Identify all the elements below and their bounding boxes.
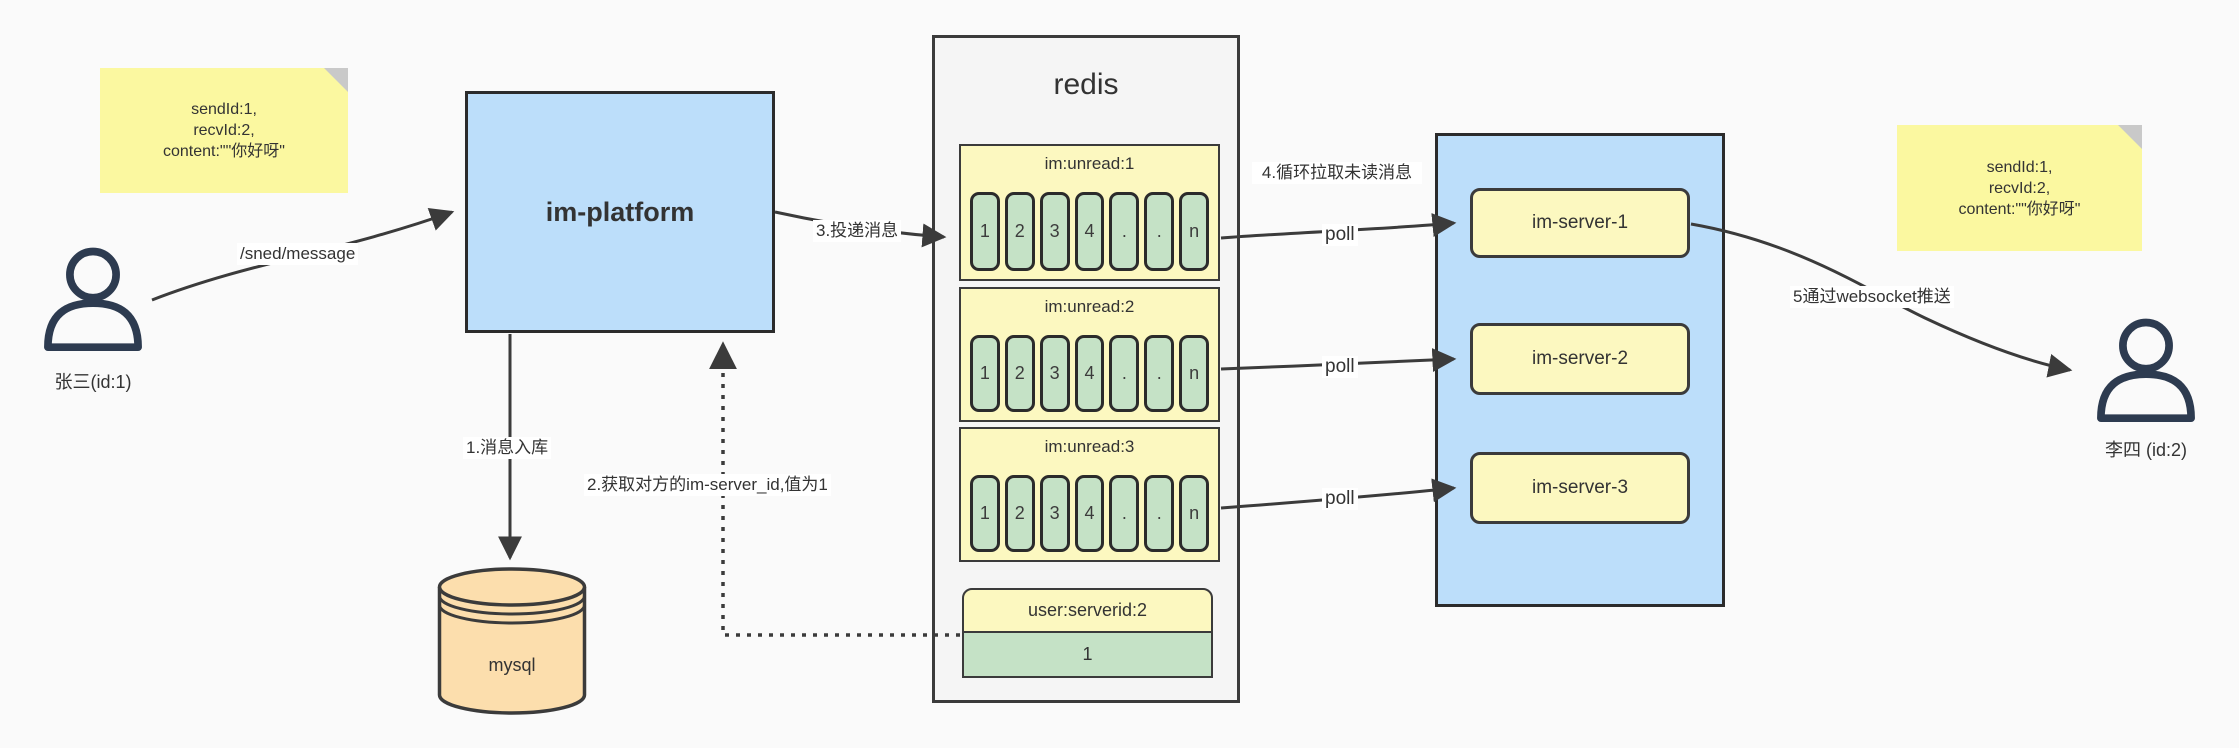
note-line: content:""你好呀"	[1958, 200, 2081, 218]
note-line: recvId:2,	[1988, 179, 2051, 197]
queue-cell: 4	[1074, 475, 1105, 552]
note-line: content:""你好呀"	[163, 143, 285, 160]
queue-cell: 1	[970, 335, 1000, 412]
queue-cell: 2	[1004, 192, 1035, 271]
send-message-edge-label: /sned/message	[237, 243, 359, 265]
user-serverid-key: user:serverid:2	[962, 588, 1213, 633]
im-platform-label: im-platform	[545, 196, 695, 227]
im-server-1-node: im-server-1	[1470, 188, 1690, 258]
step3-edge-label: 3.投递消息	[813, 220, 902, 242]
queue-cell: .	[1144, 192, 1175, 271]
im-server-3-node: im-server-3	[1470, 452, 1690, 524]
step4-edge-label: 4.循环拉取未读消息	[1252, 162, 1422, 184]
im-server-2-node: im-server-2	[1470, 323, 1690, 395]
queue-header: im:unread:1	[1044, 154, 1135, 173]
step1-edge-label: 1.消息入库	[463, 437, 552, 459]
im-server-1-label: im-server-1	[1531, 212, 1629, 233]
person-receiver-icon	[2091, 317, 2201, 432]
queue-cells: 1 2 3 4 . . n	[970, 335, 1210, 412]
redis-title: redis	[1053, 68, 1119, 101]
im-platform-node: im-platform	[465, 91, 775, 333]
queue-cell: n	[1179, 192, 1210, 271]
queue-cell: 1	[970, 475, 1000, 552]
queue-cell: .	[1109, 475, 1140, 552]
receiver-name-label: 李四 (id:2)	[2104, 440, 2187, 460]
user-serverid-node: user:serverid:2 1	[962, 588, 1213, 678]
note-line: sendId:1,	[191, 101, 257, 118]
queue-cell: n	[1179, 475, 1210, 552]
note-fold-icon	[324, 68, 348, 92]
queue-header: im:unread:2	[1044, 297, 1135, 316]
im-server-2-label: im-server-2	[1531, 348, 1629, 369]
note-line: recvId:2,	[193, 122, 255, 139]
queue-cell: 2	[1004, 335, 1035, 412]
note-line: sendId:1,	[1986, 158, 2053, 176]
queue-im-unread-1: im:unread:1 1 2 3 4 . . n	[959, 144, 1220, 281]
queue-cell: 3	[1039, 475, 1070, 552]
im-server-3-label: im-server-3	[1531, 477, 1629, 498]
queue-cell: .	[1144, 335, 1175, 412]
queue-header: im:unread:3	[1044, 437, 1135, 456]
note-fold-icon	[2118, 125, 2142, 149]
person-sender-icon	[38, 246, 148, 361]
sticky-note-right: sendId:1, recvId:2, content:""你好呀"	[1897, 125, 2142, 251]
queue-cell: 4	[1074, 192, 1105, 271]
poll-label-3: poll	[1322, 488, 1358, 510]
user-serverid-value: 1	[962, 633, 1213, 678]
queue-cell: 1	[970, 192, 1000, 271]
queue-cell: .	[1109, 335, 1140, 412]
queue-cell: .	[1109, 192, 1140, 271]
poll-label-1: poll	[1322, 224, 1358, 246]
mysql-database-icon	[437, 567, 587, 722]
queue-cell: 3	[1039, 192, 1070, 271]
queue-cell: n	[1179, 335, 1210, 412]
queue-cell: 2	[1004, 475, 1035, 552]
queue-im-unread-2: im:unread:2 1 2 3 4 . . n	[959, 287, 1220, 422]
queue-cell: 4	[1074, 335, 1105, 412]
queue-cell: .	[1144, 475, 1175, 552]
sticky-note-left: sendId:1, recvId:2, content:""你好呀"	[100, 68, 348, 193]
mysql-label: mysql	[488, 655, 536, 675]
queue-cells: 1 2 3 4 . . n	[970, 475, 1210, 552]
step2-edge-label: 2.获取对方的im-server_id,值为1	[584, 474, 831, 496]
queue-cells: 1 2 3 4 . . n	[970, 192, 1210, 271]
step5-edge-label: 5通过websocket推送	[1790, 286, 1954, 308]
queue-im-unread-3: im:unread:3 1 2 3 4 . . n	[959, 427, 1220, 562]
poll-label-2: poll	[1322, 356, 1358, 378]
sender-name-label: 张三(id:1)	[54, 372, 132, 392]
queue-cell: 3	[1039, 335, 1070, 412]
